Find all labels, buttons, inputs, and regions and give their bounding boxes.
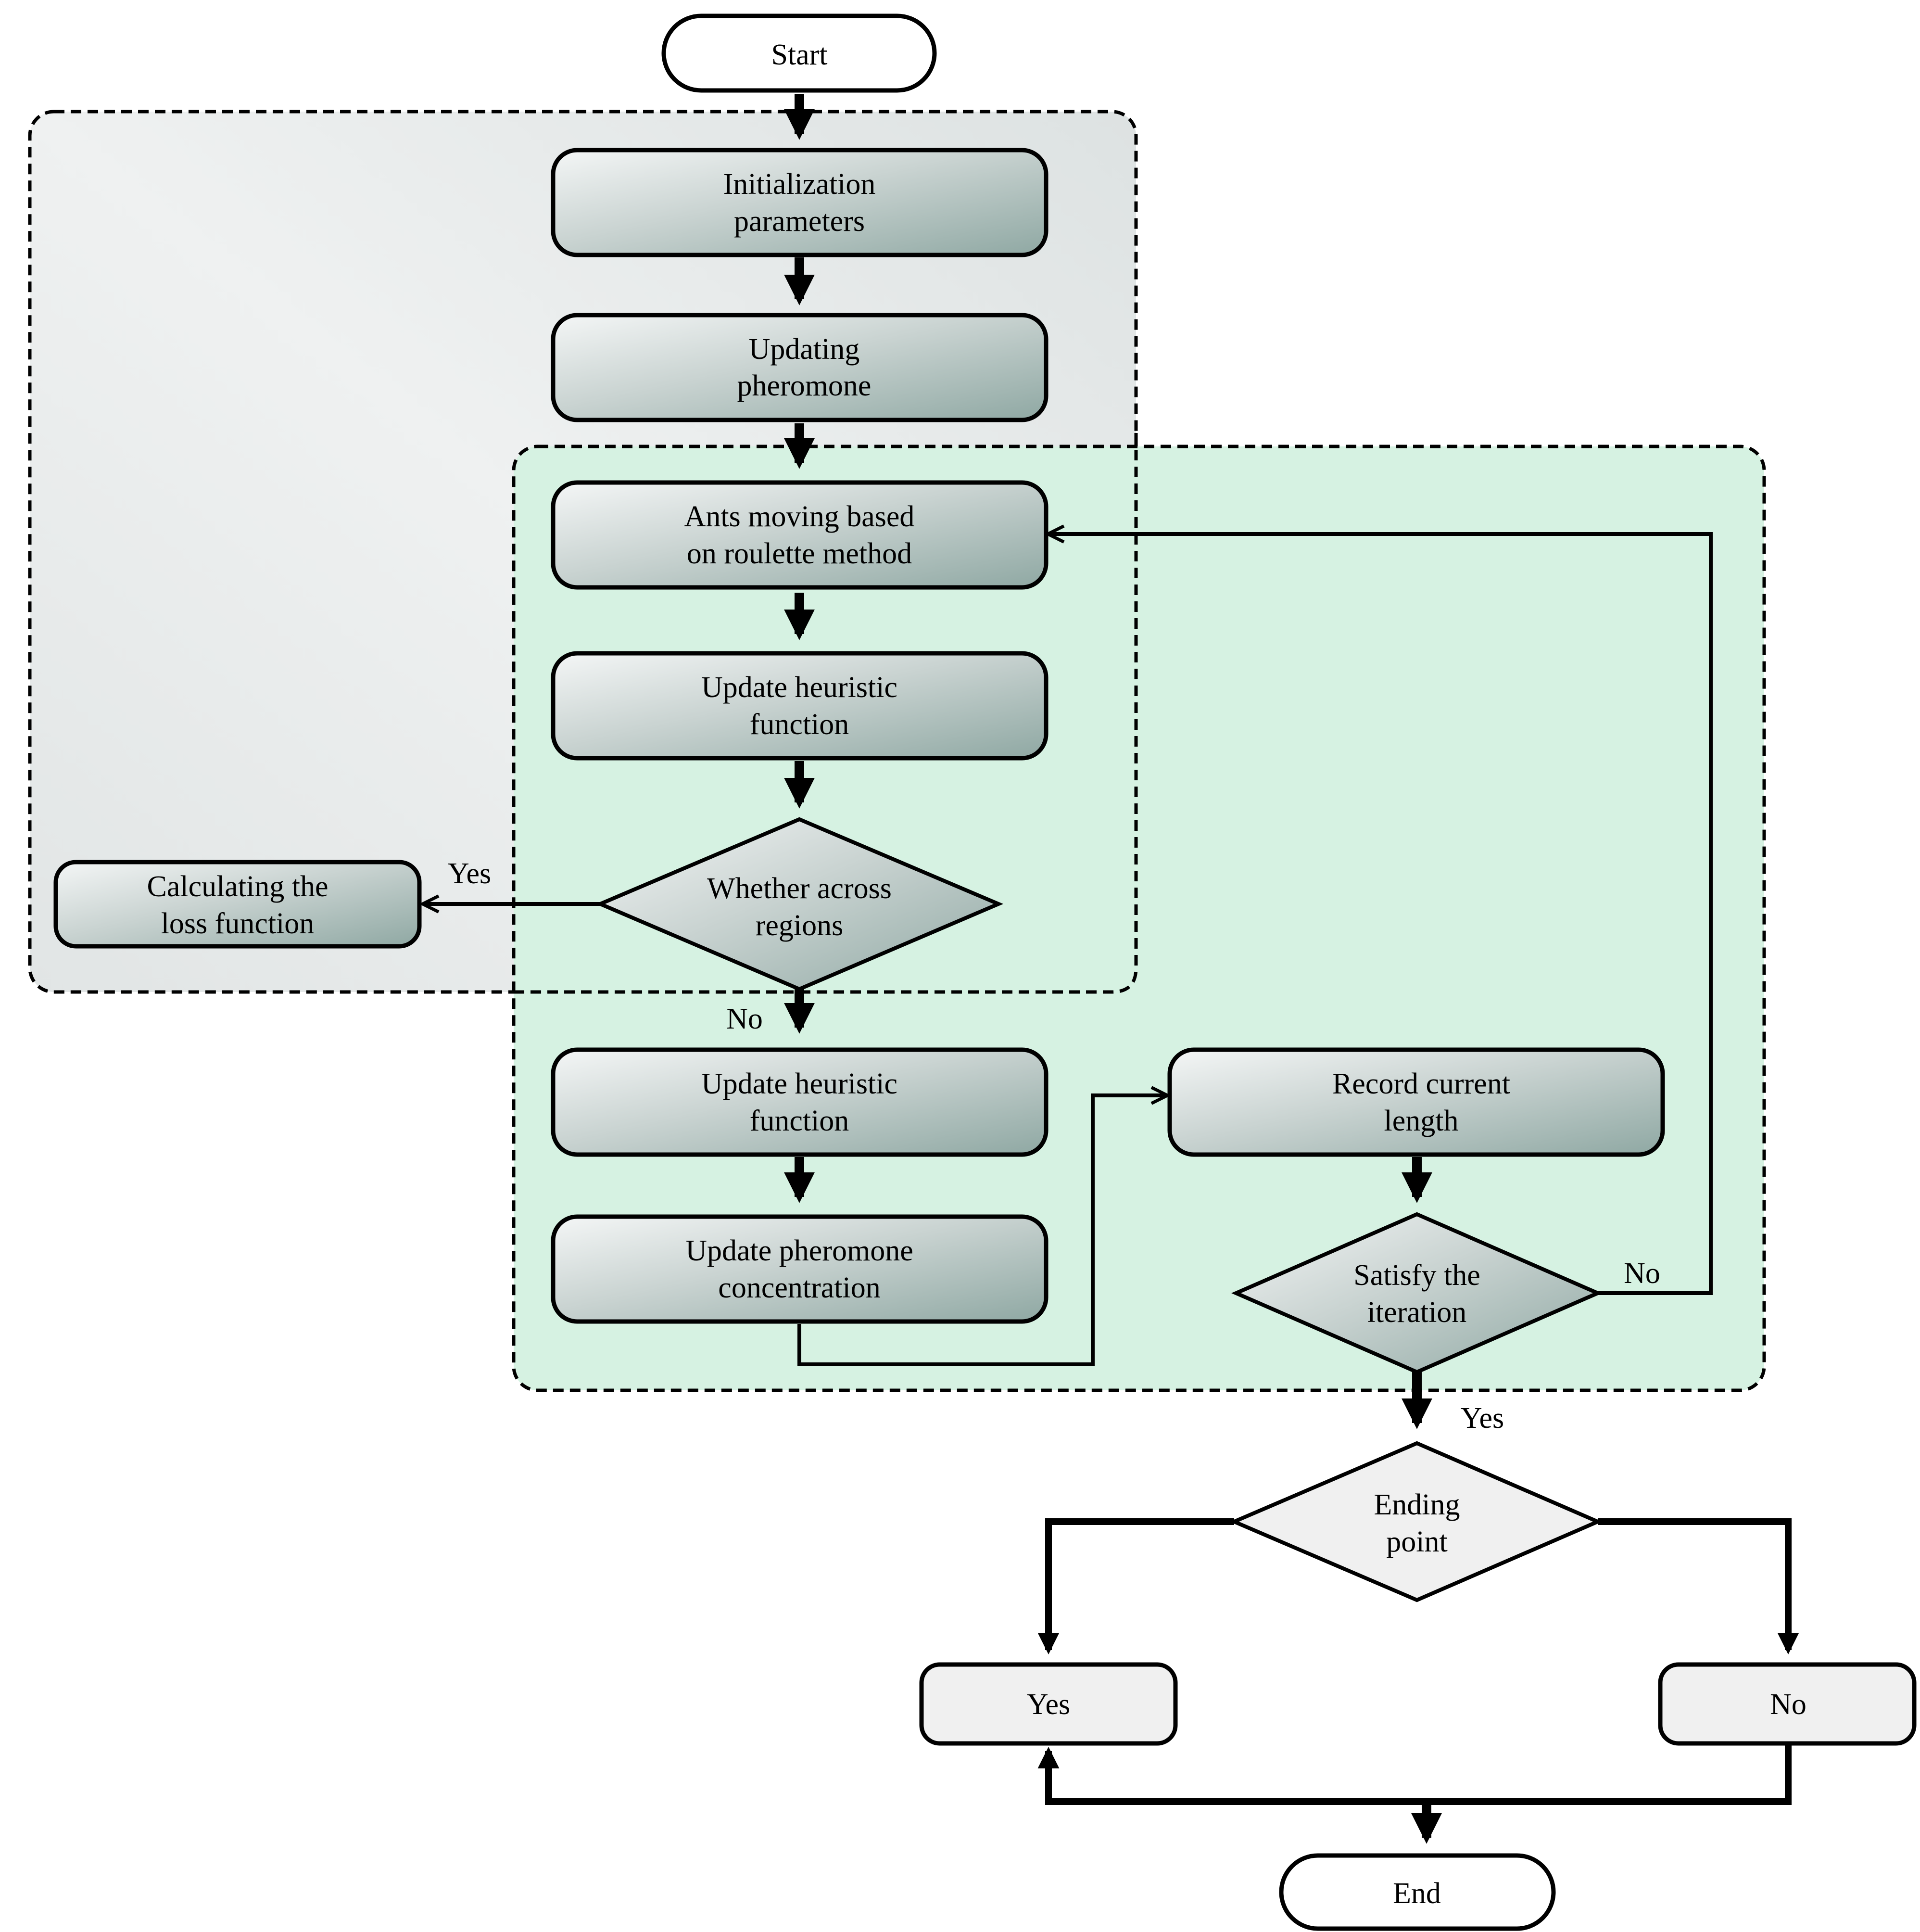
record-line-1: Record current	[1332, 1068, 1510, 1100]
line-ending-to-yes	[1037, 1518, 1234, 1654]
ending-line-2: point	[1386, 1525, 1447, 1558]
initialization-parameters-box: Initialization parameters	[551, 148, 1048, 257]
across-regions-decision: Whether across regions	[595, 817, 1004, 991]
no-box: No	[1658, 1662, 1917, 1746]
start-label: Start	[771, 38, 827, 71]
ending-point-decision: Ending point	[1229, 1441, 1603, 1602]
heuristic1-line-1: Update heuristic	[701, 671, 897, 704]
arrow-iteration-no-loop	[1049, 534, 1713, 1295]
initialization-line-2: parameters	[734, 205, 865, 238]
main-flow-arrows	[783, 94, 1442, 1844]
iteration-no-label: No	[1624, 1257, 1660, 1290]
updating-line-1: Updating	[749, 333, 860, 366]
no-box-label: No	[1770, 1688, 1806, 1721]
line-no-to-yes-loop	[1037, 1744, 1792, 1805]
start-terminal: Start	[661, 13, 937, 93]
yes-box-label: Yes	[1027, 1688, 1070, 1721]
heuristic2-line-2: function	[750, 1105, 849, 1137]
concentration-line-1: Update pheromone	[685, 1234, 913, 1267]
ants-moving-box: Ants moving based on roulette method	[551, 480, 1048, 590]
loss-line-2: loss function	[161, 907, 315, 940]
record-length-box: Record current length	[1167, 1047, 1665, 1157]
ending-line-1: Ending	[1374, 1488, 1460, 1521]
updating-line-2: pheromone	[737, 369, 872, 402]
ants-line-1: Ants moving based	[684, 500, 915, 533]
regions-no-label: No	[726, 1003, 763, 1035]
end-label: End	[1393, 1877, 1441, 1910]
updating-pheromone-box: Updating pheromone	[551, 313, 1048, 422]
concentration-line-2: concentration	[718, 1271, 880, 1304]
line-ending-to-no	[1598, 1518, 1799, 1654]
iteration-line-1: Satisfy the	[1353, 1259, 1480, 1292]
connector-lines	[424, 534, 1799, 1805]
update-heuristic-box-2: Update heuristic function	[551, 1047, 1048, 1157]
regions-line-1: Whether across	[707, 872, 892, 905]
update-concentration-box: Update pheromone concentration	[551, 1214, 1048, 1324]
update-heuristic-box-1: Update heuristic function	[551, 651, 1048, 761]
regions-yes-label: Yes	[448, 857, 491, 890]
record-line-2: length	[1384, 1105, 1459, 1137]
iteration-line-2: iteration	[1367, 1296, 1467, 1329]
heuristic2-line-1: Update heuristic	[701, 1068, 897, 1100]
yes-box: Yes	[919, 1662, 1178, 1746]
iteration-yes-label: Yes	[1461, 1402, 1504, 1435]
arrow-concentration-to-record	[797, 1095, 1166, 1366]
satisfy-iteration-decision: Satisfy the iteration	[1231, 1212, 1603, 1374]
end-terminal: End	[1279, 1853, 1556, 1931]
loss-function-box: Calculating the loss function	[53, 860, 422, 949]
initialization-line-1: Initialization	[723, 168, 876, 201]
loss-line-1: Calculating the	[147, 870, 328, 903]
ants-line-2: on roulette method	[687, 537, 912, 570]
regions-line-2: regions	[756, 909, 844, 942]
heuristic1-line-2: function	[750, 708, 849, 741]
